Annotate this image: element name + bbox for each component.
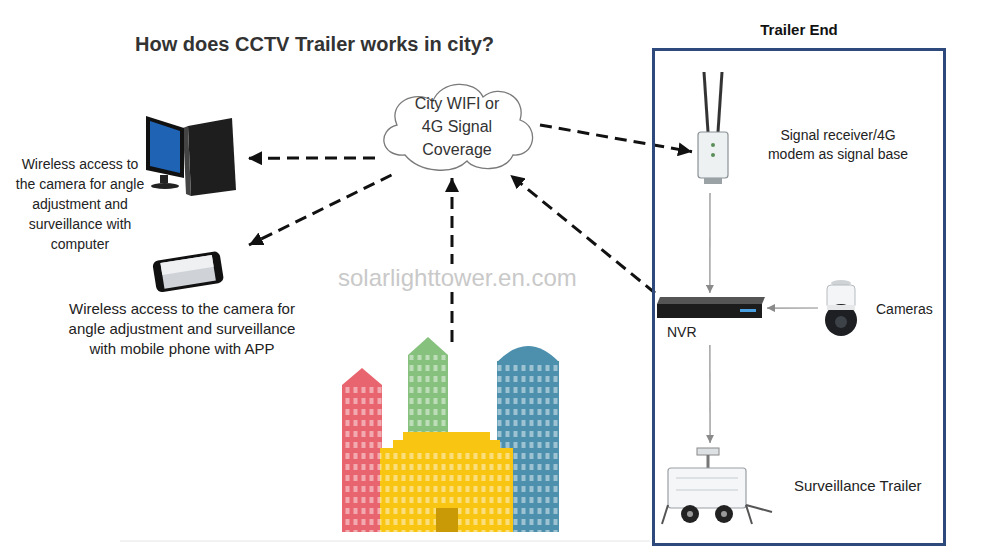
camera-icon [825,280,857,336]
hub [721,511,727,517]
panel-line [676,478,738,479]
phone-glare [160,255,213,275]
nvr-front [657,304,762,318]
camera-dome [825,304,857,336]
blue-roof [497,346,559,362]
camera-node: Cameras [818,276,940,340]
phone-body [152,251,224,293]
antenna [704,72,708,132]
wired-link [709,193,710,293]
light-head [697,448,719,455]
camera-housing [827,285,855,309]
node-text: Surveillance Trailer [794,476,936,495]
wired-link [709,345,710,443]
panel-heading: Trailer End [655,20,943,40]
mast [707,455,710,468]
trailer-body [668,468,746,508]
red-roof [342,368,382,385]
node-text: Wireless access to the camera for angle … [10,154,150,254]
yellow-door [436,508,458,532]
computer-icon [146,116,236,196]
tow-bar [746,505,772,512]
modem-mount [704,178,722,184]
wireless-link [540,125,692,152]
node-text: Cameras [876,300,938,318]
monitor-stand [160,175,168,183]
monitor-screen [150,121,180,173]
node-text: Wireless access to the camera for angle … [62,299,302,359]
node-text: City WIFI or 4G Signal Coverage [402,92,512,161]
trailer-node: Surveillance Trailer [658,443,938,535]
yellow-windows [380,452,513,532]
yellow-building [380,432,513,532]
node-text: NVR [667,323,727,341]
trailer-end-panel: Trailer EndSignal receiver/4G modem as s… [652,48,946,546]
cloud-node: City WIFI or 4G Signal Coverage [375,75,540,175]
antenna [718,72,722,132]
green-roof [408,337,448,355]
modem-icon [698,72,728,184]
trailer-icon [662,448,772,524]
nvr-led [740,309,756,312]
monitor-frame [146,116,184,178]
nvr-icon [657,297,765,318]
computer-node: Wireless access to the camera for angle … [8,110,248,256]
wired-link [767,307,818,308]
watermark: solarlighttower.en.com [335,264,580,292]
nvr-node: NVR [655,293,767,345]
phone-node: Wireless access to the camera for angle … [58,245,306,380]
wheel [681,505,699,523]
modem-node: Signal receiver/4G modem as signal base [692,68,942,193]
diagram-title: How does CCTV Trailer works in city? [135,33,494,56]
stand-leg [662,505,668,524]
modem-body [698,132,728,178]
panel-line [676,490,738,491]
phone-icon [152,251,224,293]
tower-front [188,118,236,196]
wheel [715,505,733,523]
city-uplink-arrow [451,178,454,342]
modem-led [711,153,715,157]
wireless-link [249,175,392,245]
modem-led [711,143,715,147]
nvr-top [657,297,765,304]
hub [687,511,693,517]
monitor-base [151,183,179,189]
red-building [342,385,382,532]
city-buildings [342,337,559,532]
camera-lens [835,316,847,328]
baseline-rule [120,541,650,542]
stand-leg [746,505,752,524]
tower-side [183,126,191,196]
cloud-outline [384,84,533,170]
phone-screen [160,255,215,289]
red-windows [342,385,382,532]
node-text: Signal receiver/4G modem as signal base [758,126,918,164]
wireless-link [248,157,375,160]
camera-ring [827,305,855,310]
